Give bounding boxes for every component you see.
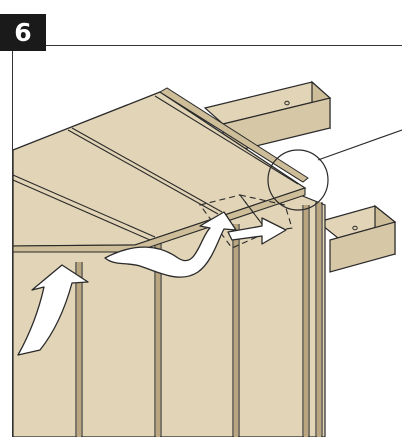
swirl-arrow-middle (104, 211, 237, 278)
curved-arrow-left (17, 264, 89, 356)
rafter-beam-upper (203, 80, 332, 155)
wall-panel (12, 194, 326, 437)
frame-left-rule (12, 45, 13, 437)
rotation-arrows (17, 211, 287, 356)
leader-line (317, 129, 402, 161)
rafter-beam-lower (316, 204, 397, 273)
detail-circle (267, 149, 329, 211)
roof-panel (12, 87, 309, 253)
arrow-into-joint (227, 217, 287, 245)
step-number-badge: 6 (0, 14, 46, 51)
frame-top-rule (0, 45, 402, 46)
